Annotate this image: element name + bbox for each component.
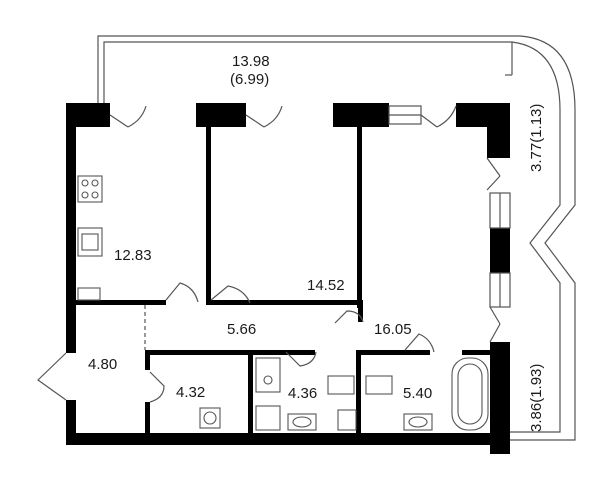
lower-balcony-label: 3.86(1.93)	[528, 364, 545, 432]
hall-area-label: 5.66	[227, 321, 256, 338]
bath2-area-label: 5.40	[403, 385, 432, 402]
balcony-area-label: 13.98	[232, 53, 270, 70]
balcony-outline	[97, 35, 576, 441]
living-area-label: 16.05	[374, 321, 412, 338]
kitchen-area-label: 12.83	[114, 247, 152, 264]
entry-area-label: 4.80	[88, 356, 117, 373]
storage-area-label: 4.32	[176, 384, 205, 401]
balcony-subarea-label: (6.99)	[230, 71, 269, 88]
bathroom-fixtures	[199, 357, 489, 431]
doors	[37, 105, 501, 403]
windows	[388, 105, 511, 308]
bath1-area-label: 4.36	[288, 385, 317, 402]
walls	[66, 103, 510, 454]
upper-balcony-label: 3.77(1.13)	[528, 104, 545, 172]
bedroom-area-label: 14.52	[307, 277, 345, 294]
kitchen-fixtures	[77, 175, 103, 301]
